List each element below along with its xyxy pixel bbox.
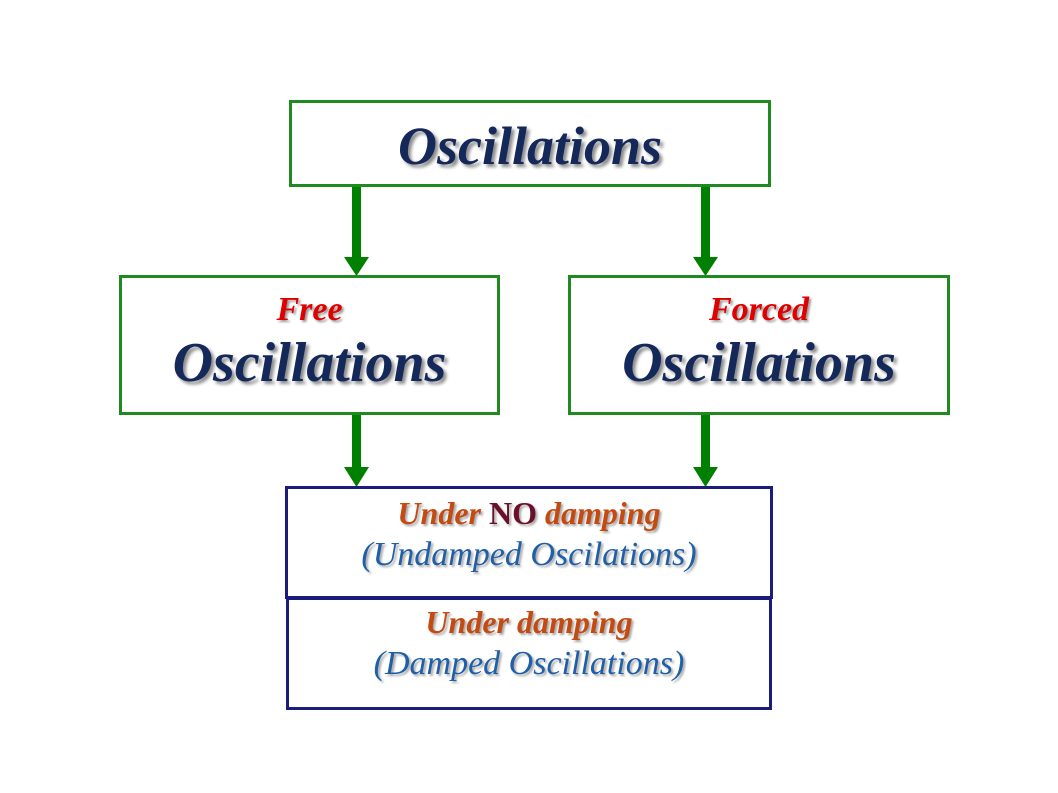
undamped-heading-suffix: damping [536,495,661,531]
arrow-free-to-damping-shaft [352,415,361,468]
damped-heading: Under damping [425,604,633,640]
damped-subtitle: (Damped Oscillations) [373,645,685,682]
arrow-free-to-damping-head [344,467,369,487]
undamped-subtitle: (Undamped Oscilations) [361,536,697,573]
oscillations-root-box: Oscillations [289,100,771,187]
free-label: Free [276,291,343,328]
free-oscillations-box: Free Oscillations [119,275,500,415]
arrow-root-to-free-head [344,257,369,276]
forced-label: Forced [708,291,810,328]
arrow-root-to-forced-head [693,257,718,276]
forced-oscillations-title: Oscillations [622,332,896,394]
damped-box: Under damping (Damped Oscillations) [286,597,772,710]
arrow-root-to-forced-shaft [701,187,710,257]
undamped-heading-emphasis: NO [488,495,537,531]
undamped-heading: Under NO damping [288,493,770,533]
undamped-heading-prefix: Under [397,495,489,531]
arrow-root-to-free-shaft [352,187,361,257]
arrow-forced-to-damping-shaft [701,415,710,468]
arrow-forced-to-damping-head [693,467,718,487]
free-oscillations-title: Oscillations [172,332,447,394]
forced-oscillations-box: Forced Oscillations [568,275,950,415]
undamped-box: Under NO damping (Undamped Oscilations) [285,486,773,599]
root-title: Oscillations [397,116,663,176]
